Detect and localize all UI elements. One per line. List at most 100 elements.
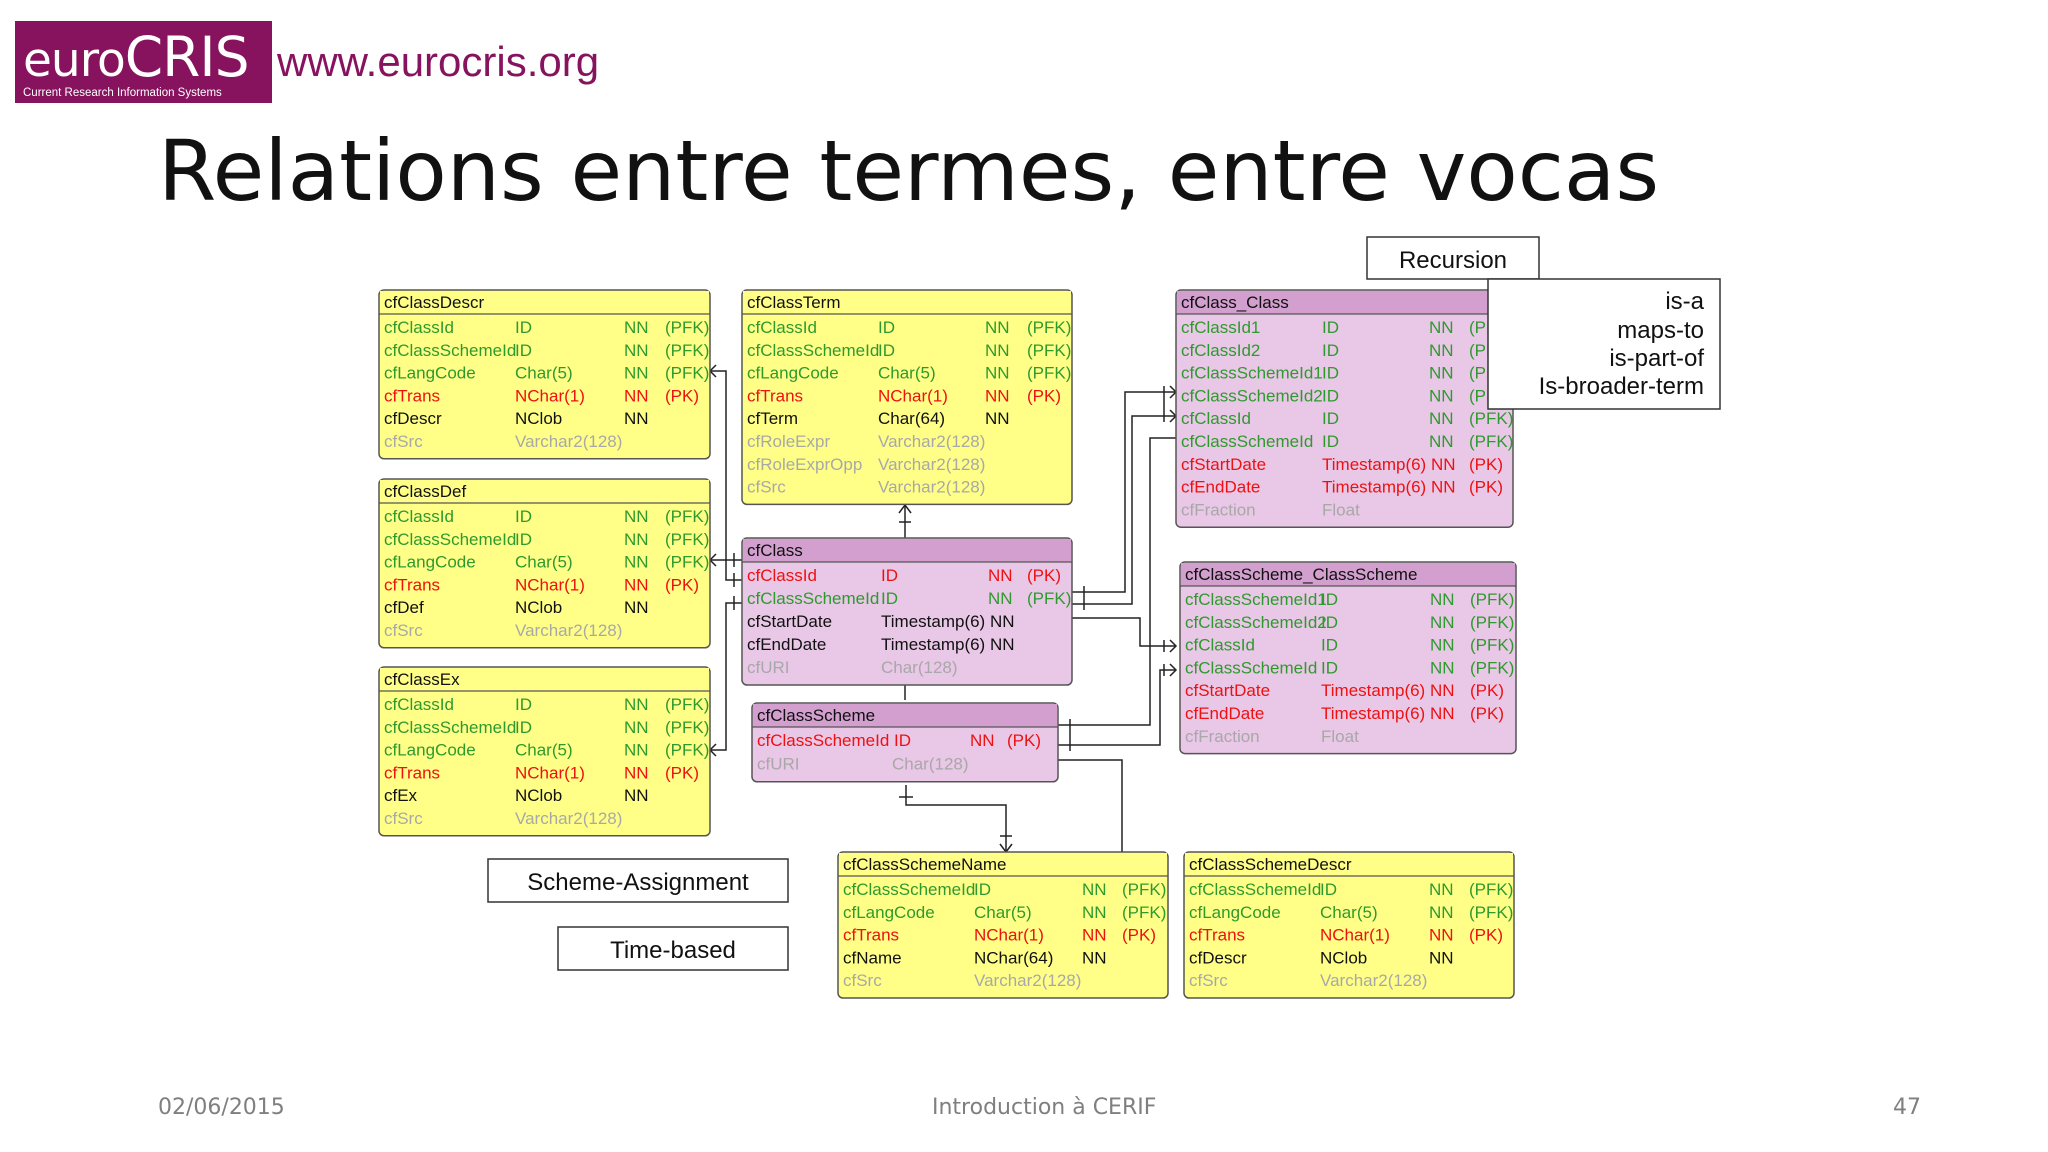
attribute-null: NN	[624, 507, 649, 526]
table-header	[1185, 853, 1513, 876]
attribute-type: Varchar2(128)	[878, 455, 985, 474]
attribute-type: NChar(1)	[1320, 926, 1390, 945]
attribute-key: (PK)	[1027, 566, 1061, 585]
attribute-type: Timestamp(6) NN	[1322, 478, 1456, 497]
attribute-type: ID	[1321, 613, 1338, 632]
attribute-null: NN	[1430, 658, 1455, 677]
attribute-name: cfClassSchemeId	[843, 880, 975, 899]
attribute-key: (PK)	[1469, 926, 1503, 945]
attribute-name: cfLangCode	[747, 364, 839, 383]
table-body	[1183, 851, 1515, 999]
attribute-name: cfLangCode	[384, 364, 476, 383]
attribute-type: ID	[515, 507, 532, 526]
attribute-name: cfSrc	[384, 809, 423, 828]
attribute-null: NN	[1429, 364, 1454, 383]
table-title: cfClassTerm	[747, 293, 841, 312]
table-body	[741, 537, 1073, 686]
table-header	[380, 668, 709, 691]
attribute-type: Char(5)	[515, 364, 573, 383]
table-body	[741, 289, 1073, 506]
attribute-null: NN	[624, 741, 649, 760]
connector-scheme-schemescheme	[1058, 669, 1176, 746]
attribute-name: cfSrc	[384, 621, 423, 640]
attribute-type: ID	[1321, 590, 1338, 609]
relation-is-part-of: is-part-of	[1609, 345, 1704, 372]
attribute-type: Char(128)	[892, 754, 969, 773]
attribute-name: cfTrans	[384, 575, 440, 594]
attribute-key: (PFK)	[1027, 318, 1071, 337]
attribute-name: cfTrans	[1189, 926, 1245, 945]
attribute-null: NN	[624, 386, 649, 405]
attribute-name: cfClassId	[384, 507, 454, 526]
attribute-name: cfEndDate	[1181, 478, 1260, 497]
attribute-type: Varchar2(128)	[515, 621, 622, 640]
attribute-name: cfDescr	[1189, 948, 1247, 967]
connector-scheme-name	[905, 785, 1007, 852]
connector-descr-class	[710, 370, 742, 581]
footer-page-number: 47	[1893, 1095, 1921, 1120]
attribute-null: NN	[1429, 880, 1454, 899]
attribute-key: (PFK)	[665, 507, 709, 526]
recursion-label-box	[1366, 236, 1540, 280]
attribute-null: NN	[624, 341, 649, 360]
table-body	[378, 666, 711, 837]
attribute-name: cfURI	[757, 754, 800, 773]
attribute-name: cfClassSchemeId	[384, 718, 516, 737]
attribute-key: (PFK)	[1470, 590, 1514, 609]
table-classclass: cfClass_ClasscfClassId1IDNN(PFK)cfClassI…	[1175, 289, 1514, 528]
attribute-key: (PK)	[1027, 386, 1061, 405]
attribute-type: Varchar2(128)	[1320, 971, 1427, 990]
connector-ex-class	[710, 602, 742, 751]
attribute-type: Timestamp(6) NN	[1322, 455, 1456, 474]
scheme-assignment-box	[487, 858, 789, 903]
attribute-type: Char(5)	[515, 553, 573, 572]
attribute-null: NN	[985, 386, 1010, 405]
attribute-name: cfClassSchemeId ID	[757, 731, 911, 750]
attribute-type: ID	[1321, 636, 1338, 655]
attribute-type: ID	[1322, 341, 1339, 360]
table-schemescheme: cfClassScheme_ClassSchemecfClassSchemeId…	[1179, 561, 1517, 755]
attribute-null: NN	[624, 763, 649, 782]
attribute-key: (PK)	[1470, 704, 1504, 723]
attribute-type: ID	[1322, 386, 1339, 405]
attribute-key: (PFK)	[1470, 613, 1514, 632]
attribute-type: NChar(1)	[515, 575, 585, 594]
attribute-null: NN	[1082, 903, 1107, 922]
table-header	[380, 480, 709, 503]
attribute-null: NN	[624, 409, 649, 428]
attribute-type: ID	[881, 589, 898, 608]
attribute-null: NN	[1429, 948, 1454, 967]
attribute-name: cfSrc	[384, 432, 423, 451]
connector-class-classclass-2	[1072, 415, 1176, 605]
attribute-type: Varchar2(128)	[974, 971, 1081, 990]
attribute-null: NN	[985, 409, 1010, 428]
attribute-name: cfFraction	[1185, 727, 1260, 746]
table-title: cfClassScheme_ClassScheme	[1185, 565, 1417, 584]
attribute-type: NChar(1)	[974, 926, 1044, 945]
table-row: cfURI Char(128)	[757, 754, 969, 773]
attribute-name: cfClassSchemeId	[747, 341, 879, 360]
attribute-name: cfFraction	[1181, 500, 1256, 519]
attribute-type: NChar(1)	[515, 763, 585, 782]
attribute-type: Varchar2(128)	[878, 432, 985, 451]
attribute-null: NN	[624, 786, 649, 805]
attribute-type: Float	[1322, 500, 1360, 519]
attribute-name: cfClassId	[747, 318, 817, 337]
